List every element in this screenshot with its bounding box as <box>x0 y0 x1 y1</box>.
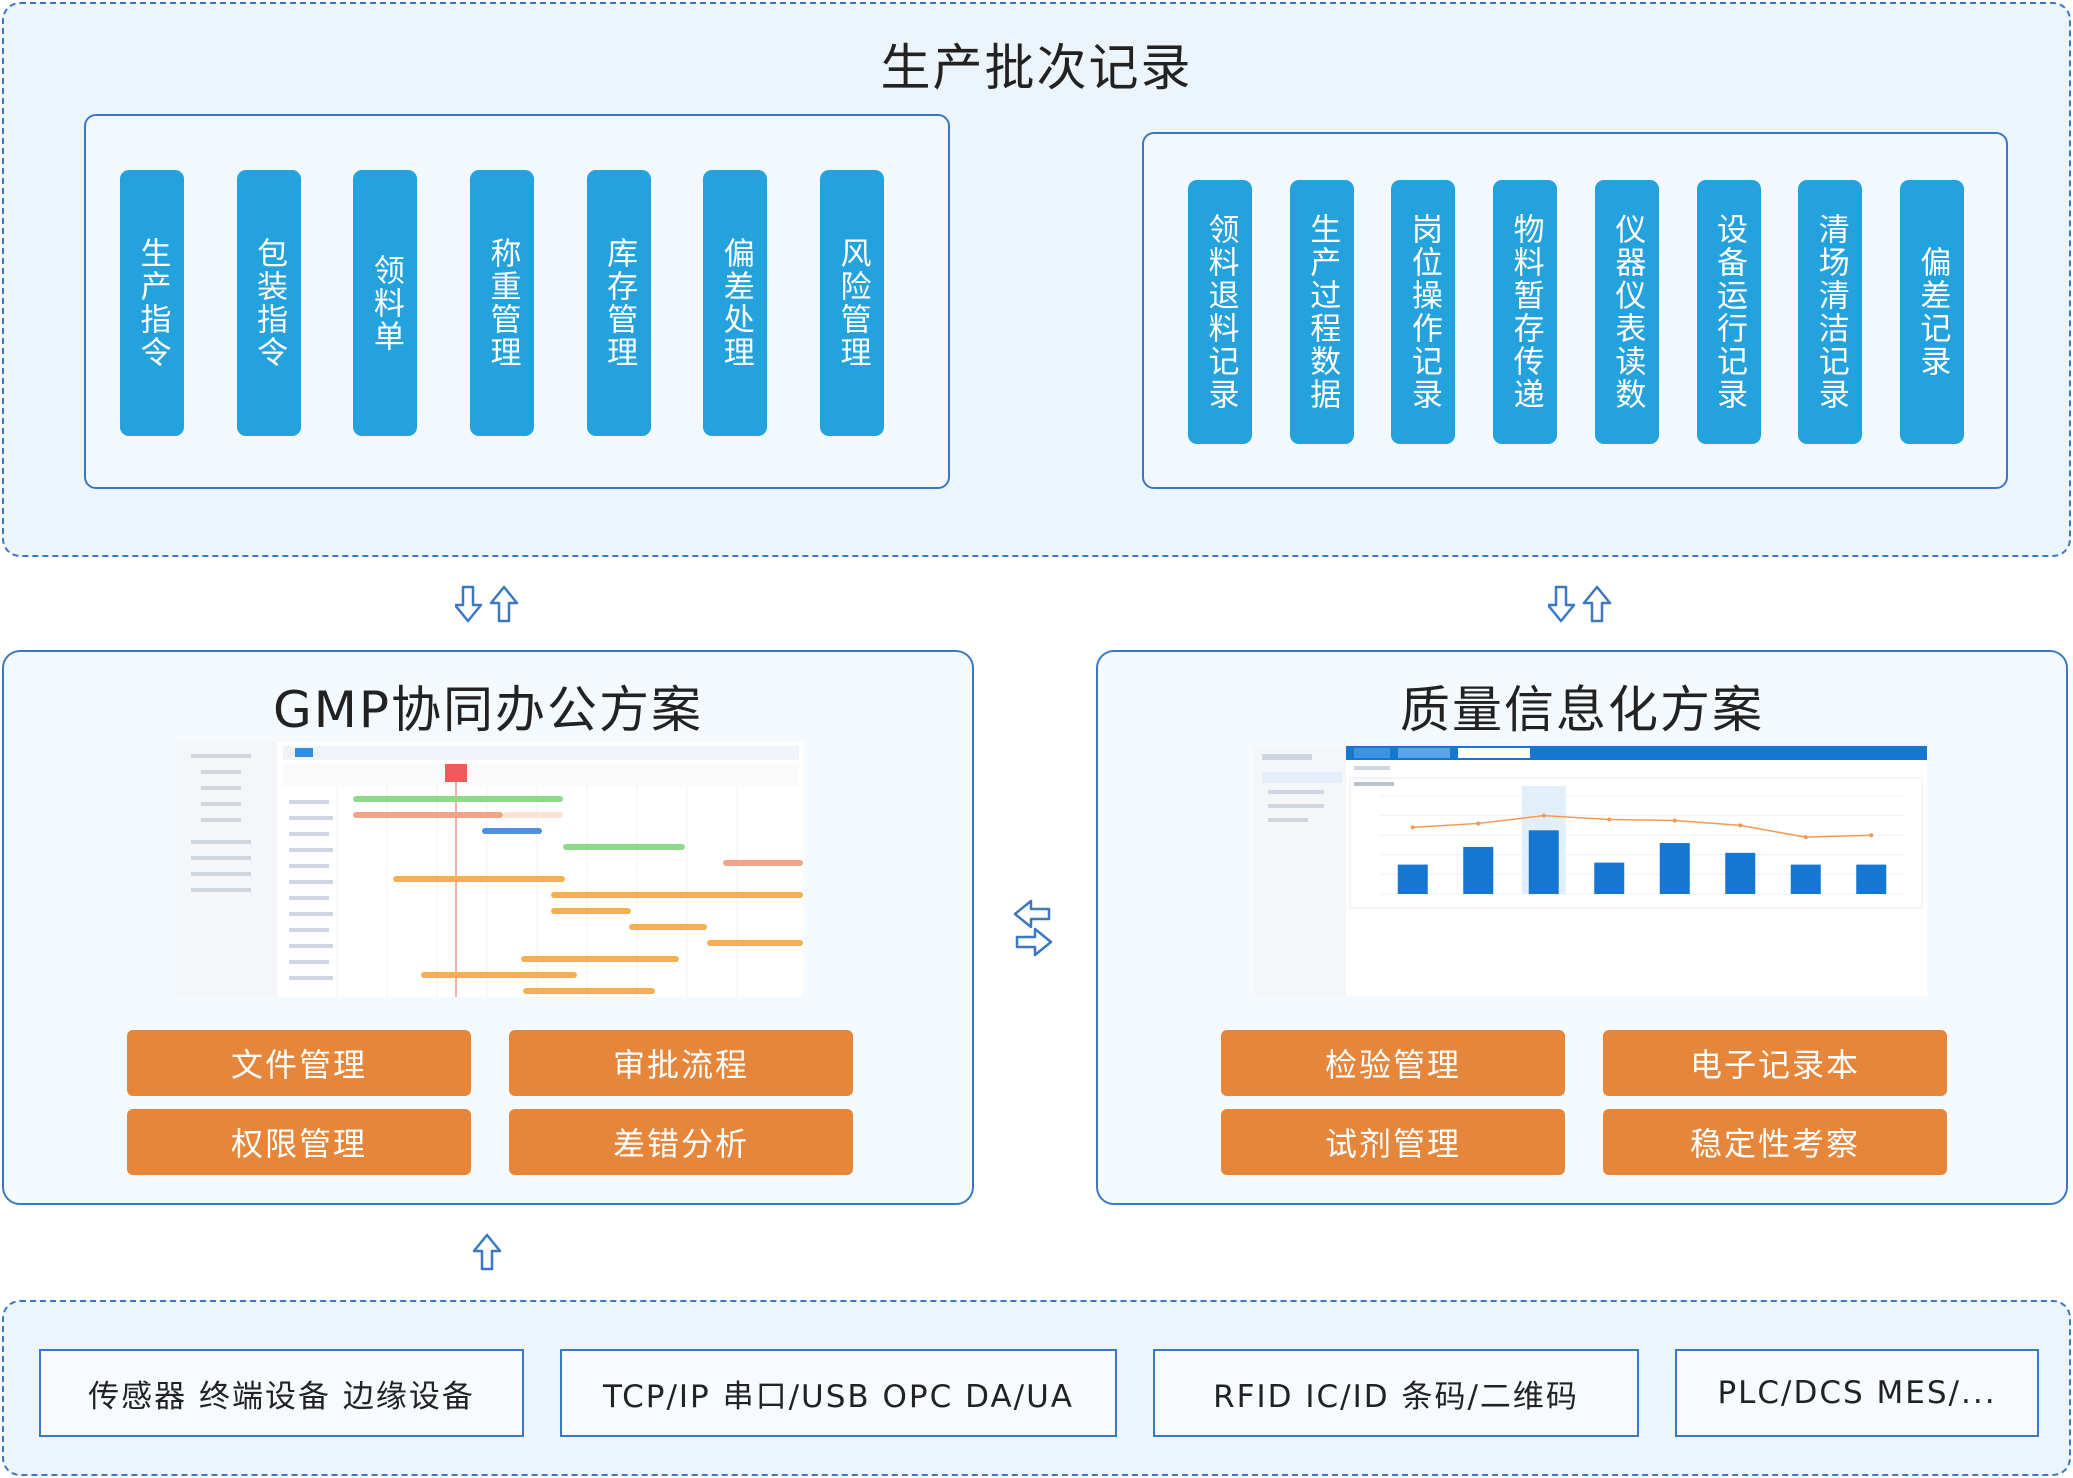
item-equipment-run-record[interactable]: 设备运行记录 <box>1696 180 1761 444</box>
left-record-group: 生产指令 包装指令 领料单 称重管理 库存管理 偏差处理 风险管理 <box>84 114 950 489</box>
plc-mes-box: PLC/DCS MES/... <box>1675 1349 2039 1437</box>
quality-bar <box>1397 864 1428 894</box>
item-post-operation-record[interactable]: 岗位操作记录 <box>1391 180 1456 444</box>
item-deviation-record[interactable]: 偏差记录 <box>1899 180 1964 444</box>
updown-arrows-left-icon <box>455 585 519 623</box>
gmp-title: GMP协同办公方案 <box>272 681 704 739</box>
item-cleaning-record[interactable]: 清场清洁记录 <box>1798 180 1863 444</box>
quality-bar <box>1659 843 1690 894</box>
quality-line-point <box>1738 823 1743 828</box>
quality-title: 质量信息化方案 <box>1400 681 1764 739</box>
quality-line-point <box>1541 813 1546 818</box>
stability-study-button[interactable]: 稳定性考察 <box>1603 1109 1947 1175</box>
quality-bar <box>1463 846 1494 894</box>
quality-line-point <box>1803 835 1808 840</box>
error-analysis-button[interactable]: 差错分析 <box>509 1109 853 1175</box>
production-batch-title: 生产批次记录 <box>880 39 1193 97</box>
protocol-tcp-box: TCP/IP 串口/USB OPC DA/UA <box>560 1349 1117 1437</box>
electronic-notebook-button[interactable]: 电子记录本 <box>1603 1030 1947 1096</box>
gantt-screenshot <box>177 742 803 997</box>
approval-process-button[interactable]: 审批流程 <box>509 1030 853 1096</box>
item-weighing-management[interactable]: 称重管理 <box>469 170 534 436</box>
item-material-transfer[interactable]: 物料暂存传递 <box>1493 180 1558 444</box>
quality-bar <box>1594 862 1625 894</box>
item-risk-management[interactable]: 风险管理 <box>819 170 884 436</box>
item-inventory-management[interactable]: 库存管理 <box>586 170 651 436</box>
quality-bar <box>1528 830 1559 894</box>
item-material-requisition[interactable]: 领料单 <box>353 170 418 436</box>
item-deviation-handling[interactable]: 偏差处理 <box>703 170 768 436</box>
gmp-office-panel: GMP协同办公方案 <box>2 650 974 1205</box>
right-record-list: 领料退料记录 生产过程数据 岗位操作记录 物料暂存传递 仪器仪表读数 设备运行记… <box>1188 180 1964 444</box>
quality-bar <box>1790 864 1821 894</box>
reagent-management-button[interactable]: 试剂管理 <box>1221 1109 1565 1175</box>
leftright-arrows-icon <box>1013 899 1053 957</box>
quality-info-panel: 质量信息化方案 检验管理 电子记录本 试剂管理 稳定性考察 <box>1096 650 2068 1205</box>
item-instrument-readings[interactable]: 仪器仪表读数 <box>1594 180 1659 444</box>
quality-line-point <box>1607 817 1612 822</box>
quality-line-point <box>1476 821 1481 826</box>
item-production-order[interactable]: 生产指令 <box>120 170 184 436</box>
quality-dashboard-screenshot <box>1254 746 1927 996</box>
file-management-button[interactable]: 文件管理 <box>127 1030 471 1096</box>
permission-management-button[interactable]: 权限管理 <box>127 1109 471 1175</box>
quality-line-point <box>1869 833 1874 838</box>
quality-line-point <box>1672 818 1677 823</box>
production-batch-panel: 生产批次记录 生产指令 包装指令 领料单 称重管理 库存管理 偏差处理 风险管理… <box>2 2 2071 557</box>
device-layer-panel: 传感器 终端设备 边缘设备 TCP/IP 串口/USB OPC DA/UA RF… <box>2 1300 2071 1476</box>
quality-bar <box>1856 864 1887 894</box>
left-record-list: 生产指令 包装指令 领料单 称重管理 库存管理 偏差处理 风险管理 <box>120 170 884 436</box>
quality-line-point <box>1410 825 1415 830</box>
updown-arrows-right-icon <box>1548 585 1612 623</box>
up-arrow-icon <box>472 1233 502 1271</box>
right-record-group: 领料退料记录 生产过程数据 岗位操作记录 物料暂存传递 仪器仪表读数 设备运行记… <box>1142 132 2008 489</box>
item-process-data[interactable]: 生产过程数据 <box>1289 180 1354 444</box>
rfid-barcode-box: RFID IC/ID 条码/二维码 <box>1153 1349 1639 1437</box>
item-material-return-record[interactable]: 领料退料记录 <box>1188 180 1252 444</box>
inspection-management-button[interactable]: 检验管理 <box>1221 1030 1565 1096</box>
item-packaging-order[interactable]: 包装指令 <box>236 170 301 436</box>
device-sensors-box: 传感器 终端设备 边缘设备 <box>39 1349 524 1437</box>
quality-bar <box>1725 852 1756 894</box>
